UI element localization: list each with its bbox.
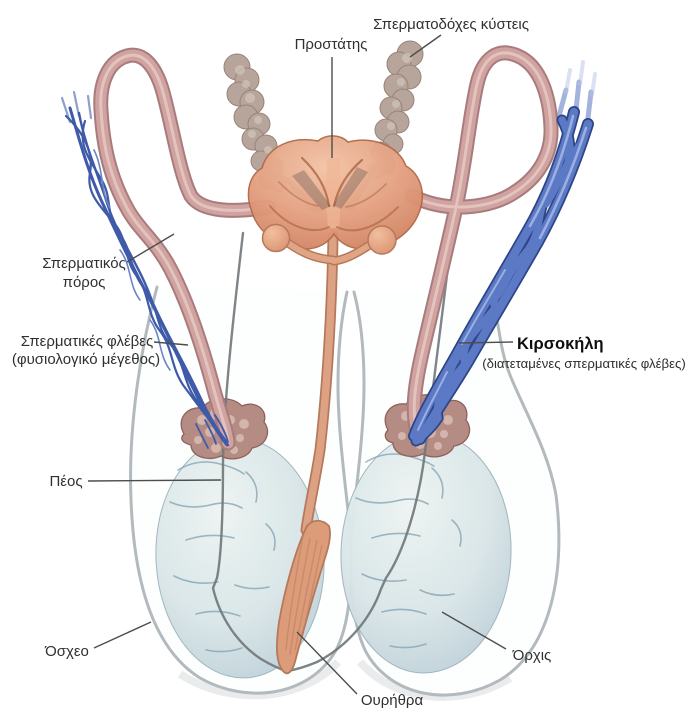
vas-deferens-label-line1: Σπερματικός: [42, 255, 126, 272]
vein-tips: [60, 60, 597, 128]
spermatic-veins-leader: [153, 341, 189, 346]
leader-lines: [87, 34, 514, 695]
penis-leader: [87, 479, 222, 482]
spermatic-veins-label-line2: (φυσιολογικό μέγεθος): [12, 351, 160, 368]
varicocele-veins: [408, 106, 594, 447]
labels: Προστάτης Σπερματοδόχες κύστεις Σπερματι…: [12, 16, 686, 709]
vas-deferens-ducts: [93, 45, 559, 451]
varicocele-leader: [458, 341, 514, 344]
urethra: [276, 230, 339, 675]
bulbourethral-glands: [261, 223, 397, 266]
right-gland: [367, 225, 397, 255]
right-vas-deferens: [404, 45, 559, 440]
varicocele-label-title: Κιρσοκήλη: [517, 335, 604, 353]
left-spermatic-veins: [64, 106, 230, 449]
vas-deferens-label-line2: πόρος: [63, 274, 106, 291]
scrotum-leader: [93, 621, 152, 649]
urethra-label: Ουρήθρα: [361, 692, 424, 709]
varicocele-label-subtitle: (διατεταμένες σπερματικές φλέβες): [482, 356, 685, 371]
penis-label: Πέος: [49, 473, 82, 490]
sac-shadow: [356, 659, 513, 701]
prostate: [247, 135, 424, 250]
penis-outline: [211, 231, 454, 673]
varicocele-highlights: [417, 114, 588, 431]
urethra-bulb: [276, 519, 331, 675]
left-sac-outline: [129, 285, 353, 695]
scrotum-label: Όσχεο: [44, 643, 89, 660]
testis-leader: [441, 611, 507, 650]
prostate-label: Προστάτης: [295, 36, 368, 53]
vas-deferens-leader: [126, 233, 175, 263]
ejaculatory-duct-streaks: [292, 167, 368, 210]
right-sac-outline: [349, 290, 561, 697]
spermatic-veins-label-line1: Σπερματικές φλέβες: [21, 333, 153, 350]
prostatic-urethra-channel: [326, 158, 341, 228]
seminal-vesicles-label: Σπερματοδόχες κύστεις: [373, 16, 529, 33]
left-vas-deferens: [93, 47, 276, 451]
seminal-vesicles-leader: [409, 34, 442, 58]
left-gland: [261, 223, 291, 253]
urethra-leader: [296, 631, 358, 695]
testis-label: Όρχις: [512, 647, 552, 664]
sac-shadow: [177, 659, 341, 700]
left-testis-veins-texture: [169, 461, 276, 653]
urethra-bulb-texture: [285, 534, 323, 656]
prostate-creases: [269, 156, 399, 232]
